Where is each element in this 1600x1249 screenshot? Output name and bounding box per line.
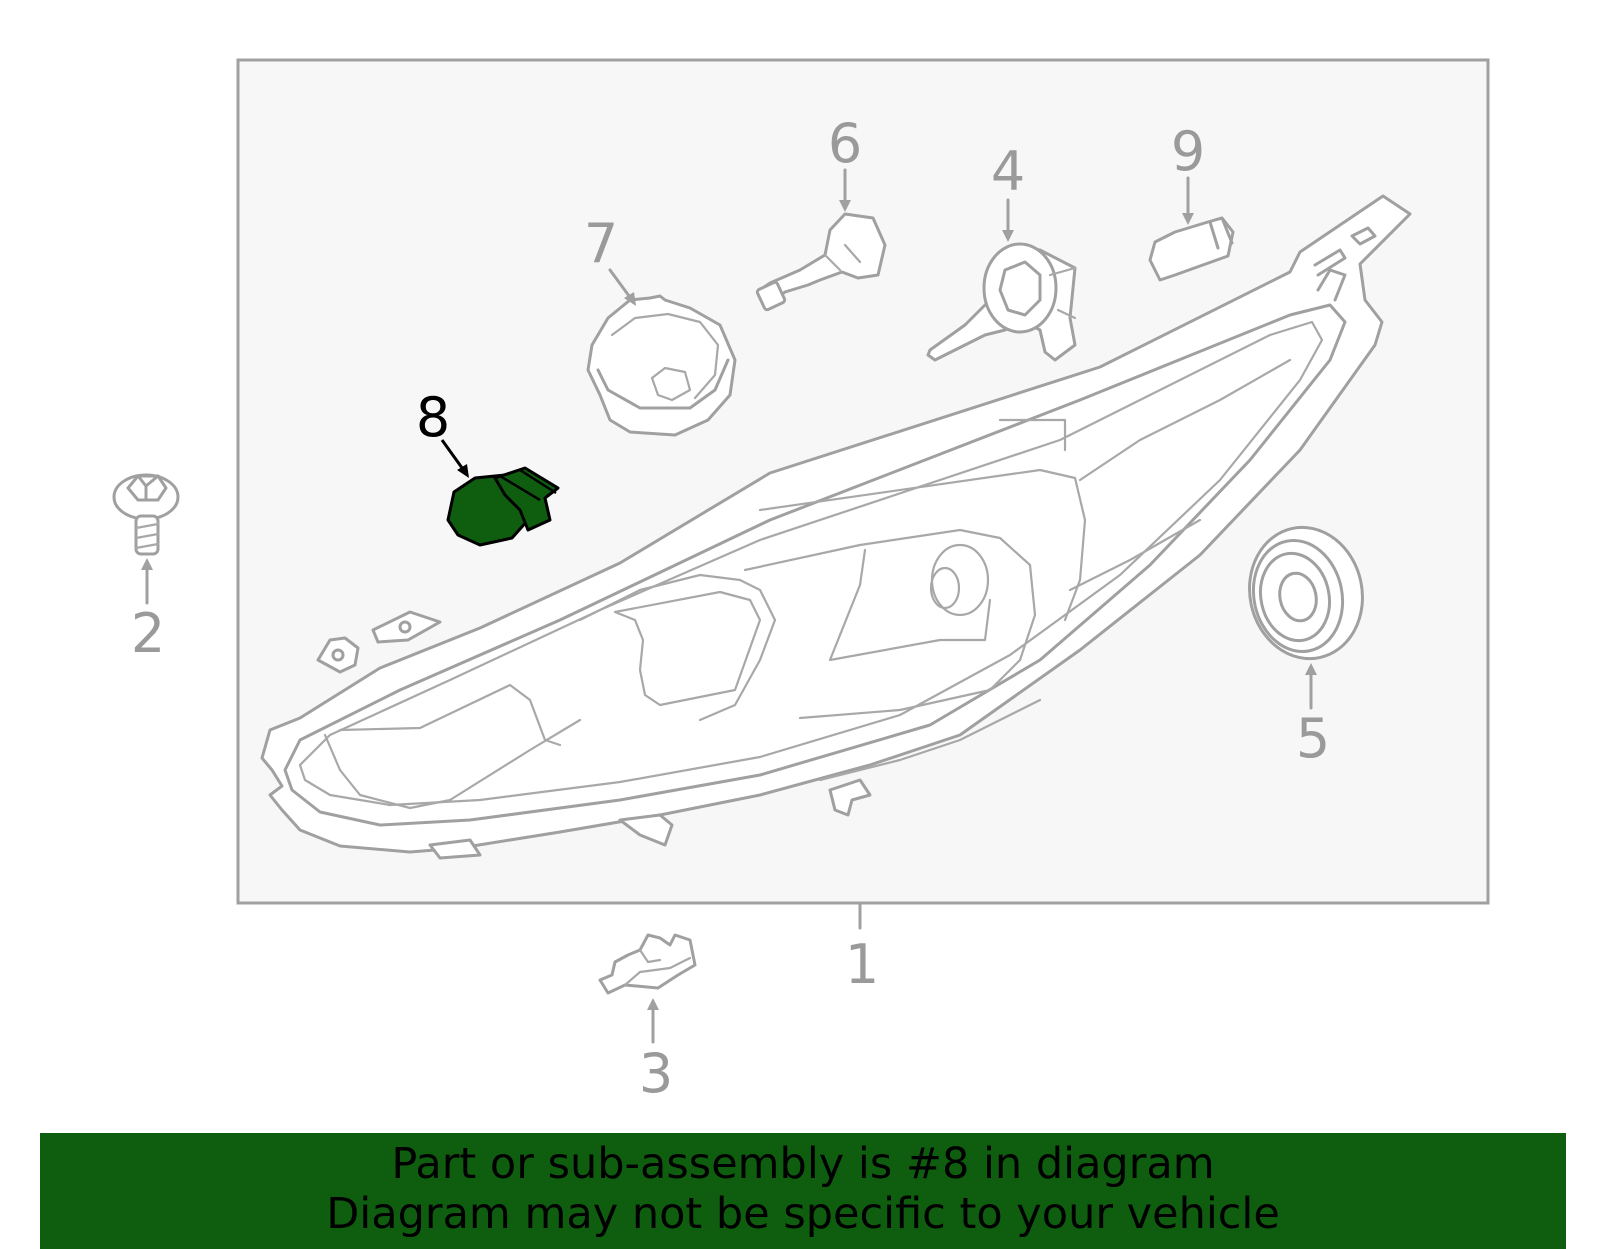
banner-line-1: Part or sub-assembly is #8 in diagram — [391, 1139, 1215, 1189]
parts-diagram: 1 2 3 4 5 6 7 8 9 — [112, 58, 1490, 1105]
callout-9-arrow — [1182, 176, 1194, 225]
headlamp-bulb — [755, 212, 887, 312]
callout-8: 8 — [416, 386, 450, 449]
callout-4: 4 — [991, 140, 1025, 203]
callout-4-arrow — [1002, 198, 1014, 242]
callout-2: 2 — [131, 602, 165, 665]
bolt — [112, 473, 180, 556]
callout-6: 6 — [828, 112, 862, 175]
callout-2-arrow — [141, 558, 153, 605]
callout-6-arrow — [839, 168, 851, 212]
bulb-socket — [926, 242, 1077, 362]
callout-5: 5 — [1296, 707, 1330, 770]
callout-7: 7 — [584, 212, 618, 275]
bulb-highlighted — [446, 466, 560, 547]
dust-cap — [1248, 525, 1364, 661]
callout-7-arrow — [608, 268, 636, 306]
callout-8-arrow — [440, 439, 469, 478]
callout-3-arrow — [647, 998, 659, 1044]
side-marker-bulb — [1148, 216, 1235, 282]
callout-1: 1 — [845, 933, 879, 996]
bulb-cover — [586, 294, 737, 437]
info-banner: Part or sub-assembly is #8 in diagram Di… — [40, 1133, 1566, 1249]
callout-9: 9 — [1171, 120, 1205, 183]
callout-5-arrow — [1305, 663, 1317, 710]
banner-line-2: Diagram may not be specific to your vehi… — [326, 1189, 1280, 1239]
headlamp-assembly — [260, 194, 1412, 860]
callout-3: 3 — [639, 1042, 673, 1105]
retaining-clip — [598, 933, 697, 995]
